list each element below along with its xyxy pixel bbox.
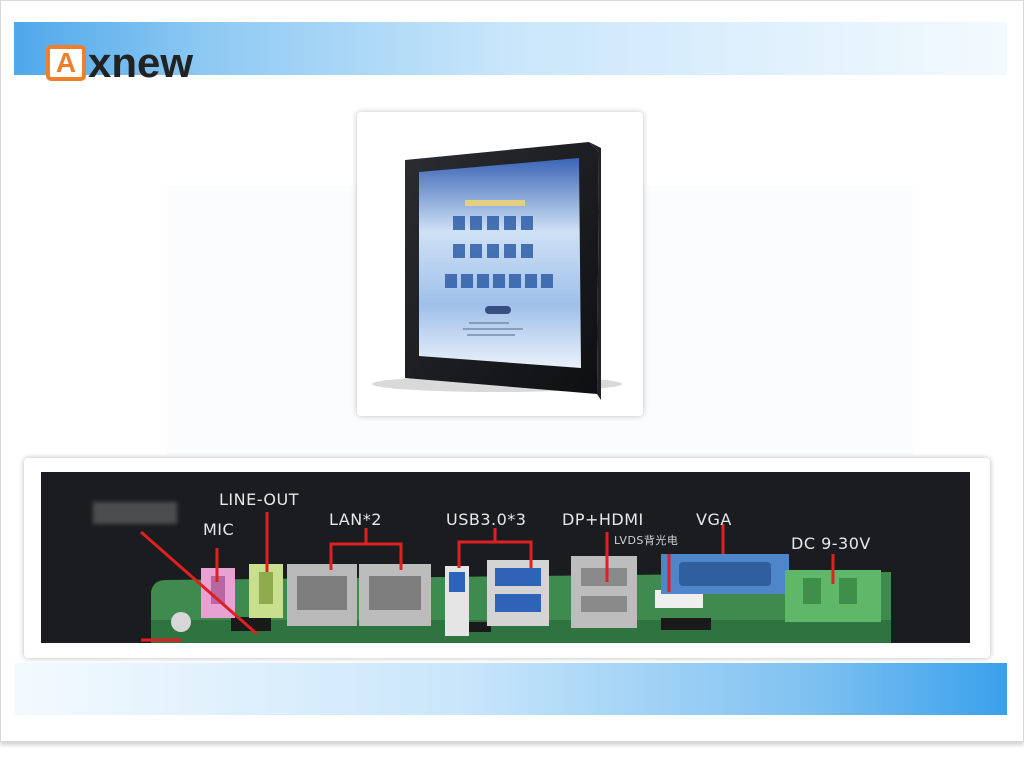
- screen-app-icons: [445, 216, 553, 288]
- logo-wordmark: xnew: [88, 39, 194, 86]
- panel-pc-image: [372, 142, 622, 400]
- mic-label: MIC: [203, 520, 235, 539]
- usb-ports: [445, 560, 549, 636]
- vga-label: VGA: [696, 510, 732, 529]
- logo-letter: A: [55, 47, 77, 78]
- footer-band: [14, 663, 1007, 715]
- lvds-connector: [655, 590, 703, 608]
- callout-lines: [140, 512, 835, 642]
- product-image-card: [357, 112, 643, 416]
- screen-title-bar: [465, 200, 525, 206]
- lan-label: LAN*2: [329, 510, 382, 529]
- line-out-label: LINE-OUT: [219, 490, 300, 509]
- logo-letter-box: A: [46, 45, 86, 81]
- dc-label: DC 9-30V: [791, 534, 871, 553]
- io-board-drawing: [140, 512, 891, 643]
- dp-hdmi-label: DP+HDMI: [562, 510, 644, 529]
- io-board-photo: MIC LINE-OUT LAN*2 USB3.0*3 DP+HDMI LVDS…: [41, 472, 970, 643]
- usb-label: USB3.0*3: [446, 510, 527, 529]
- lvds-label: LVDS背光电: [614, 534, 679, 547]
- lan-ports: [287, 564, 431, 626]
- header-band: [14, 22, 1007, 75]
- axnew-logo: A xnew: [46, 38, 193, 88]
- redacted-label: [93, 502, 177, 524]
- dp-hdmi-ports: [571, 556, 637, 628]
